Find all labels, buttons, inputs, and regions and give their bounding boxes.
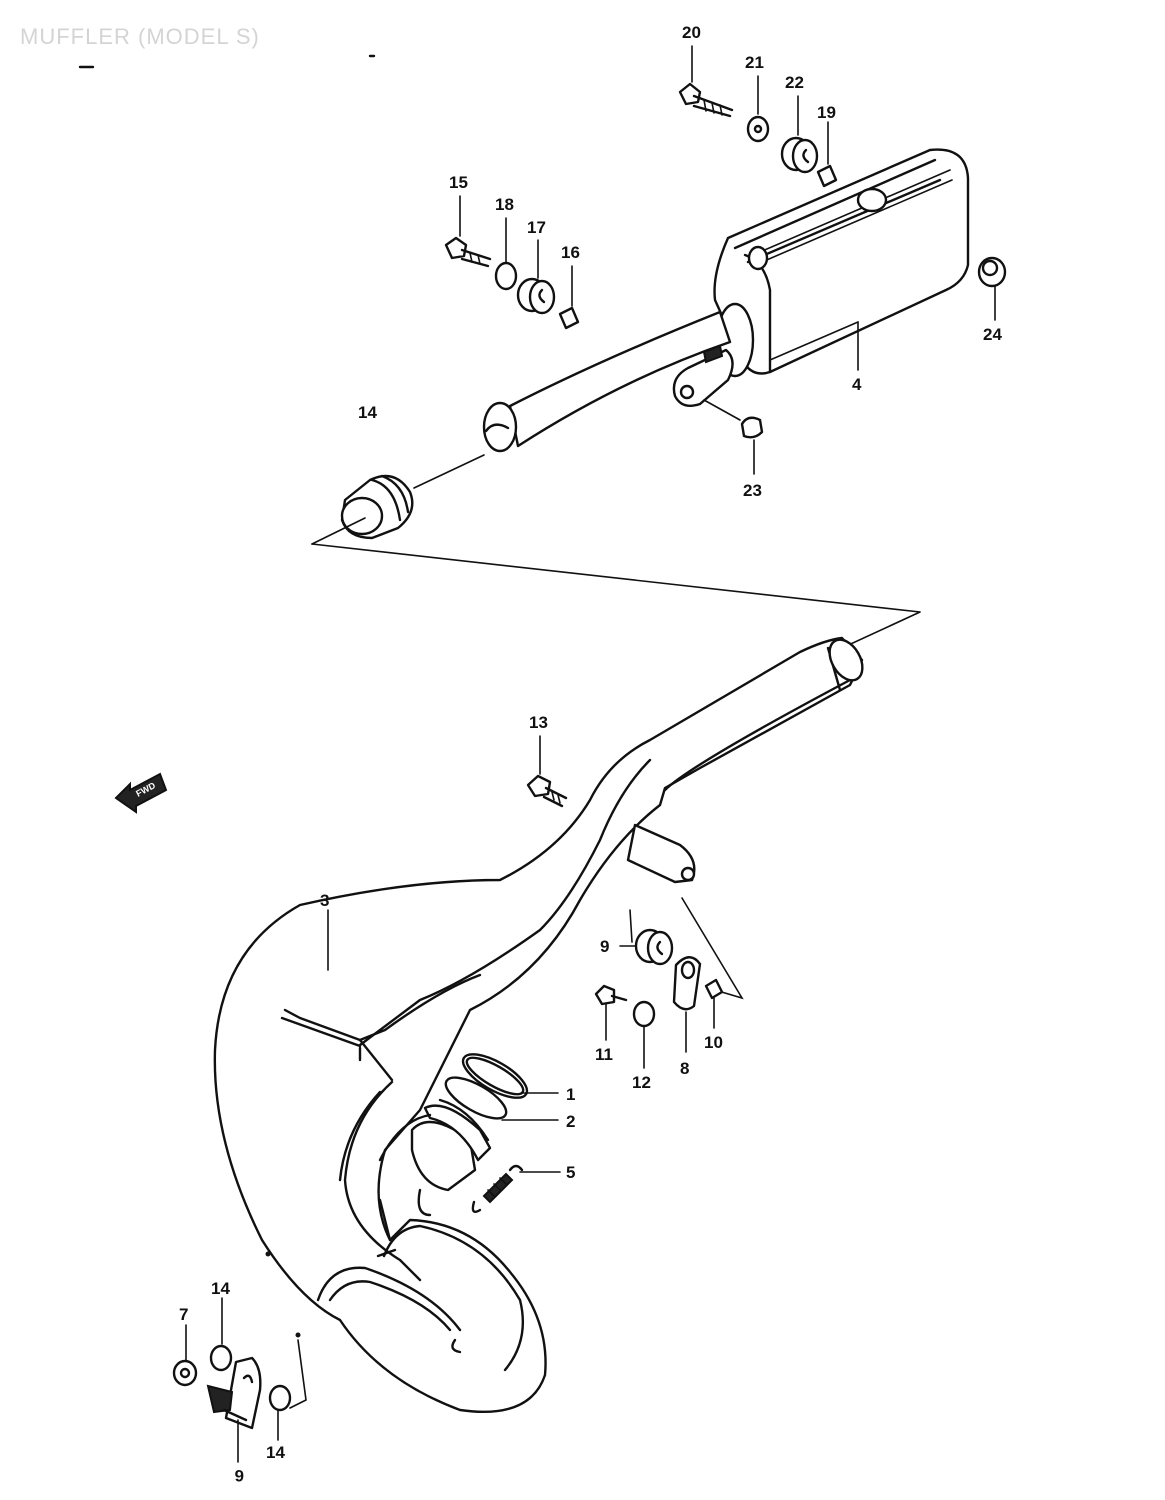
part-14-washer-lower <box>268 1384 292 1412</box>
callout-14-upper: 14 <box>211 1279 230 1298</box>
callout-11: 11 <box>595 1045 613 1064</box>
part-9-rubber <box>634 928 674 966</box>
part-23-grommet <box>780 136 819 174</box>
callout-18: 17 <box>527 218 546 237</box>
callout-5: 5 <box>566 1163 575 1182</box>
exhaust-expansion-chamber <box>213 636 864 1414</box>
part-20-collar <box>816 164 838 188</box>
callout-23: 22 <box>785 73 804 92</box>
callout-16: 15 <box>449 173 468 192</box>
callout-6: 6 <box>235 1466 244 1485</box>
part-11-bolt <box>594 984 628 1006</box>
front-direction-arrow-icon: FWD <box>114 772 168 814</box>
muffler-silencer <box>482 148 970 453</box>
part-8-bracket <box>672 956 702 1011</box>
part-10-collar <box>704 978 724 1000</box>
callout-19: 18 <box>495 195 514 214</box>
part-13-bolt <box>526 774 568 808</box>
callout-13: 13 <box>529 713 548 732</box>
part-24-collar <box>740 416 764 439</box>
callout-20: 19 <box>817 103 836 122</box>
part-17-collar <box>558 306 580 330</box>
callout-4: 4 <box>852 375 862 394</box>
part-14-washer-upper <box>209 1344 233 1372</box>
callout-24: 23 <box>743 481 762 500</box>
part-15-seal <box>340 454 485 540</box>
callout-15: 14 <box>358 403 377 422</box>
callout-22: 21 <box>745 53 764 72</box>
part-6-bracket <box>206 1356 262 1430</box>
part-21-bolt <box>678 82 734 118</box>
part-19-washer <box>494 261 518 291</box>
part-22-washer <box>746 115 770 143</box>
callout-2: 2 <box>566 1112 575 1131</box>
part-1-oring <box>461 1053 529 1099</box>
callout-9: 9 <box>600 937 609 956</box>
callout-12: 12 <box>632 1073 651 1092</box>
callout-21: 20 <box>682 23 701 42</box>
part-5-spring <box>471 1164 524 1213</box>
page-title: MUFFLER (MODEL S) <box>20 24 260 49</box>
callout-3: 3 <box>320 891 329 910</box>
callout-14-lower-label: 14 <box>266 1443 285 1462</box>
part-16-bolt <box>444 236 492 268</box>
part-2-gasket <box>444 1076 508 1120</box>
part-12-washer <box>632 1000 656 1028</box>
callout-25: 24 <box>983 325 1002 344</box>
callout-8: 8 <box>680 1059 689 1078</box>
part-7-nut <box>172 1359 198 1387</box>
part-25-nut <box>977 256 1007 288</box>
callout-10: 10 <box>704 1033 723 1052</box>
part-18-grommet <box>516 277 556 315</box>
callout-7: 7 <box>179 1305 188 1324</box>
callout-17: 16 <box>561 243 580 262</box>
callout-1: 1 <box>566 1085 575 1104</box>
